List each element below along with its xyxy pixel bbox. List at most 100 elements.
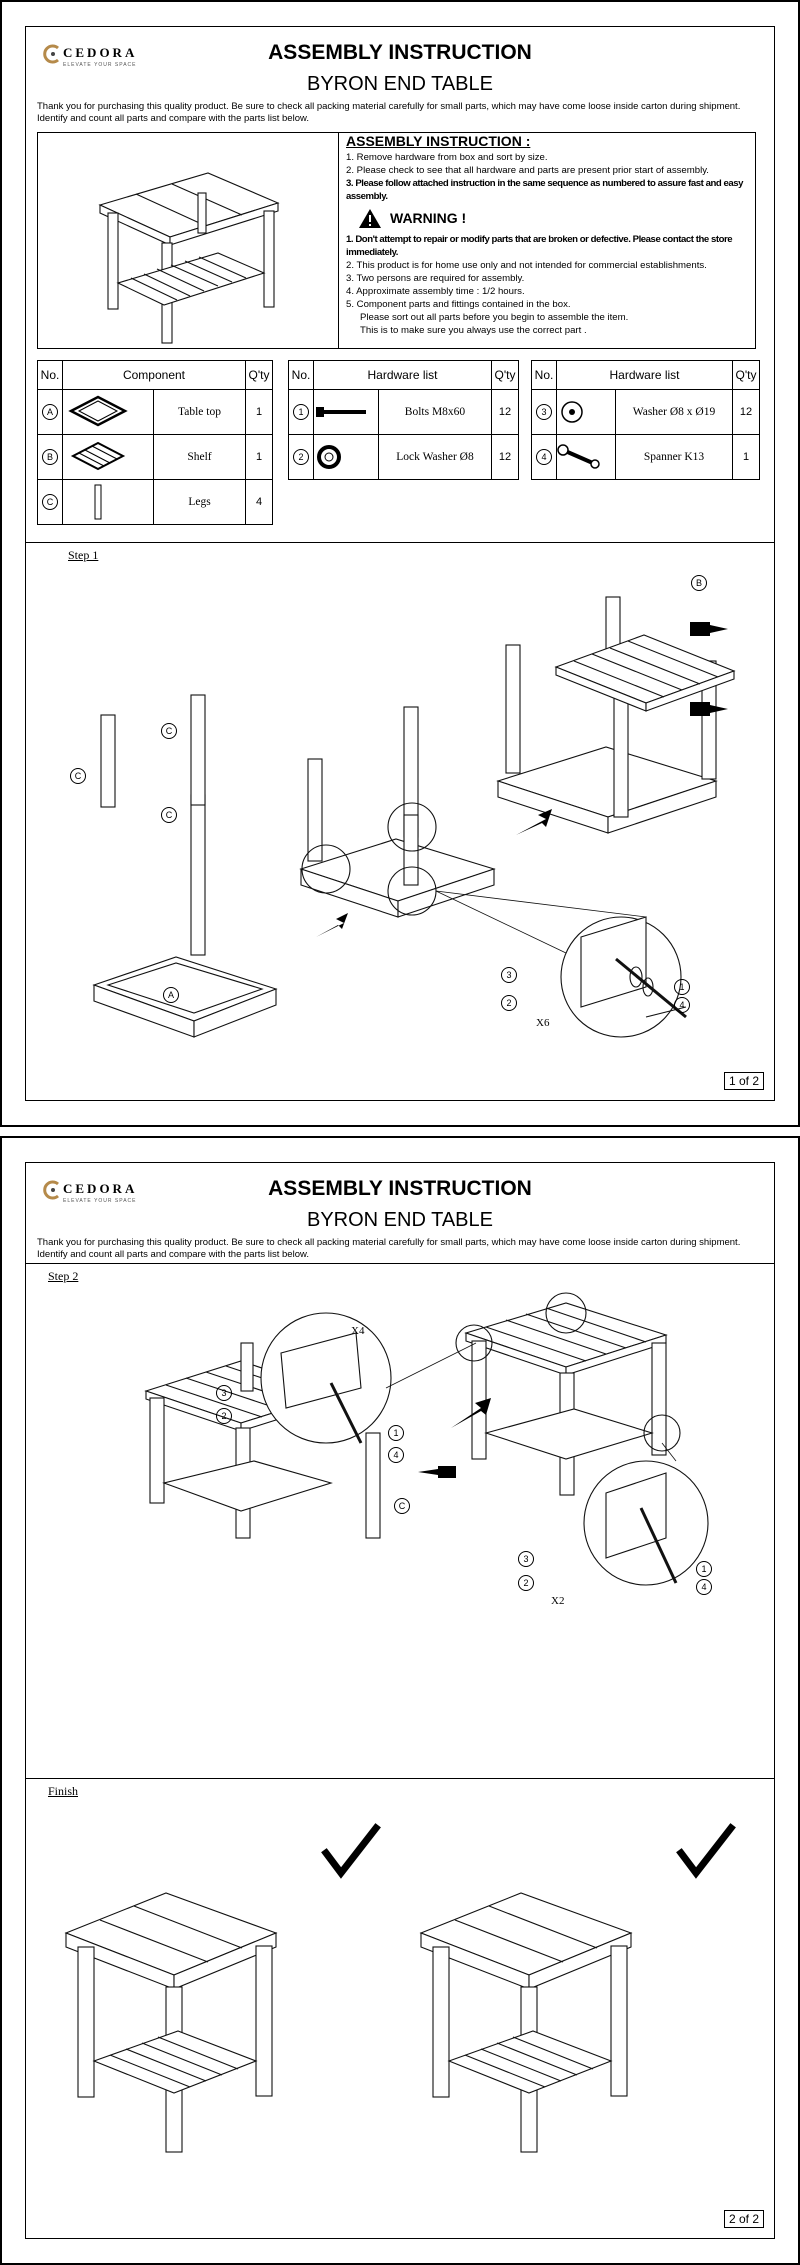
component-name: Table top xyxy=(153,389,246,435)
brand-logo-icon xyxy=(43,44,59,64)
washer-thumb xyxy=(556,389,616,435)
step-1-diagram xyxy=(92,596,736,1038)
finish-label: Finish xyxy=(48,1784,79,1798)
callout-b: B xyxy=(42,449,58,465)
product-name: BYRON END TABLE xyxy=(307,1209,493,1231)
washer-icon xyxy=(561,401,583,423)
col-qty: Q'ty xyxy=(732,360,760,390)
col-no: No. xyxy=(37,360,63,390)
leg-thumb xyxy=(62,479,154,525)
brand-tagline: ELEVATE YOUR SPACE xyxy=(63,1198,137,1204)
page-title: ASSEMBLY INSTRUCTION xyxy=(268,41,532,64)
callout-c: C xyxy=(42,494,58,510)
step-2-diagram xyxy=(144,1292,709,1586)
hardware-qty: 1 xyxy=(732,434,760,480)
brand-name: CEDORA xyxy=(63,45,138,60)
table-row: 2 Lock Washer Ø8 12 xyxy=(288,434,519,480)
callout-1: 1 xyxy=(674,979,690,995)
warning-title: WARNING ! xyxy=(390,210,467,226)
step-divider xyxy=(26,1778,774,1779)
col-no: No. xyxy=(531,360,557,390)
spanner-thumb xyxy=(556,434,616,480)
callout-3: 3 xyxy=(501,967,517,983)
page-number: 2 of 2 xyxy=(723,2210,764,2228)
shelf-thumb xyxy=(62,434,154,480)
warning-triangle-icon xyxy=(359,209,381,228)
component-qty: 1 xyxy=(245,389,273,435)
table-row: B Shelf 1 xyxy=(37,434,273,480)
multiplier-label: X6 xyxy=(536,1017,550,1029)
hardware-table-right: No. Hardware list Q'ty 3 Washer Ø8 x Ø19… xyxy=(531,360,760,480)
bolt-icon xyxy=(316,407,366,417)
page-1-frame: CEDORA ELEVATE YOUR SPACE ASSEMBLY INSTR… xyxy=(25,26,775,1101)
tabletop-part-icon xyxy=(68,395,128,427)
callout-a: A xyxy=(42,404,58,420)
callout-c: C xyxy=(161,723,177,739)
callout-c: C xyxy=(161,807,177,823)
multiplier-label: X2 xyxy=(551,1595,565,1607)
callout-b: B xyxy=(691,575,707,591)
component-name: Legs xyxy=(153,479,246,525)
callout-1: 1 xyxy=(293,404,309,420)
table-row: C Legs 4 xyxy=(37,479,273,525)
page-1: CEDORA ELEVATE YOUR SPACE ASSEMBLY INSTR… xyxy=(0,0,800,1127)
warning-header: WARNING ! xyxy=(358,208,751,229)
component-qty: 4 xyxy=(245,479,273,525)
instruction-text: ASSEMBLY INSTRUCTION : 1. Remove hardwar… xyxy=(346,133,751,337)
intro-text: Thank you for purchasing this quality pr… xyxy=(37,101,741,124)
multiplier-label: X4 xyxy=(351,1325,365,1337)
hardware-name: Washer Ø8 x Ø19 xyxy=(615,389,733,435)
page-number: 1 of 2 xyxy=(723,1072,764,1090)
callout-2: 2 xyxy=(216,1408,232,1424)
warning-1: 1. Don't attempt to repair or modify par… xyxy=(346,234,733,258)
hardware-name: Bolts M8x60 xyxy=(378,389,492,435)
instruction-box: ASSEMBLY INSTRUCTION : 1. Remove hardwar… xyxy=(37,132,756,349)
end-table-illustration xyxy=(98,172,280,344)
lock-washer-thumb xyxy=(313,434,379,480)
callout-4: 4 xyxy=(674,997,690,1013)
col-component: Component xyxy=(62,360,246,390)
brand-logo: CEDORA ELEVATE YOUR SPACE xyxy=(41,1177,151,1217)
check-mark-icon xyxy=(676,1823,736,1879)
table-row: 3 Washer Ø8 x Ø19 12 xyxy=(531,389,760,435)
finish-diagram xyxy=(64,1823,736,2153)
warning-2: 2. This product is for home use only and… xyxy=(346,260,707,271)
callout-4: 4 xyxy=(536,449,552,465)
components-table: No. Component Q'ty A Table top 1 B xyxy=(37,360,273,525)
table-row: 4 Spanner K13 1 xyxy=(531,434,760,480)
warning-3: 3. Two persons are required for assembly… xyxy=(346,273,525,284)
callout-3: 3 xyxy=(536,404,552,420)
hardware-qty: 12 xyxy=(491,389,519,435)
callout-c: C xyxy=(70,768,86,784)
callout-4: 4 xyxy=(696,1579,712,1595)
spanner-icon xyxy=(557,444,600,469)
callout-2: 2 xyxy=(501,995,517,1011)
hardware-qty: 12 xyxy=(491,434,519,480)
brand-logo: CEDORA ELEVATE YOUR SPACE xyxy=(41,41,151,81)
instruction-heading: ASSEMBLY INSTRUCTION : xyxy=(346,133,531,149)
table-illustration xyxy=(38,133,339,348)
step-divider xyxy=(26,542,774,543)
warning-5-line-2: Please sort out all parts before you beg… xyxy=(360,312,629,323)
callout-2: 2 xyxy=(293,449,309,465)
warning-4: 4. Approximate assembly time : 1/2 hours… xyxy=(346,286,525,297)
bolt-thumb xyxy=(313,389,379,435)
table-row: 1 Bolts M8x60 12 xyxy=(288,389,519,435)
shelf-part-icon xyxy=(70,441,126,471)
step-1-label: Step 1 xyxy=(68,548,99,562)
col-no: No. xyxy=(288,360,314,390)
warning-5: 5. Component parts and fittings containe… xyxy=(346,299,571,310)
instruction-step-1: 1. Remove hardware from box and sort by … xyxy=(346,152,548,163)
brand-logo-icon xyxy=(43,1180,59,1200)
page-2-frame: CEDORA ELEVATE YOUR SPACE ASSEMBLY INSTR… xyxy=(25,1162,775,2239)
lock-washer-icon xyxy=(317,445,341,469)
table-row: A Table top 1 xyxy=(37,389,273,435)
table-header: No. Component Q'ty xyxy=(37,360,273,390)
callout-4: 4 xyxy=(388,1447,404,1463)
callout-c: C xyxy=(394,1498,410,1514)
table-header: No. Hardware list Q'ty xyxy=(531,360,760,390)
callout-3: 3 xyxy=(216,1385,232,1401)
callout-1: 1 xyxy=(388,1425,404,1441)
table-header: No. Hardware list Q'ty xyxy=(288,360,519,390)
step-2-label: Step 2 xyxy=(48,1269,79,1283)
